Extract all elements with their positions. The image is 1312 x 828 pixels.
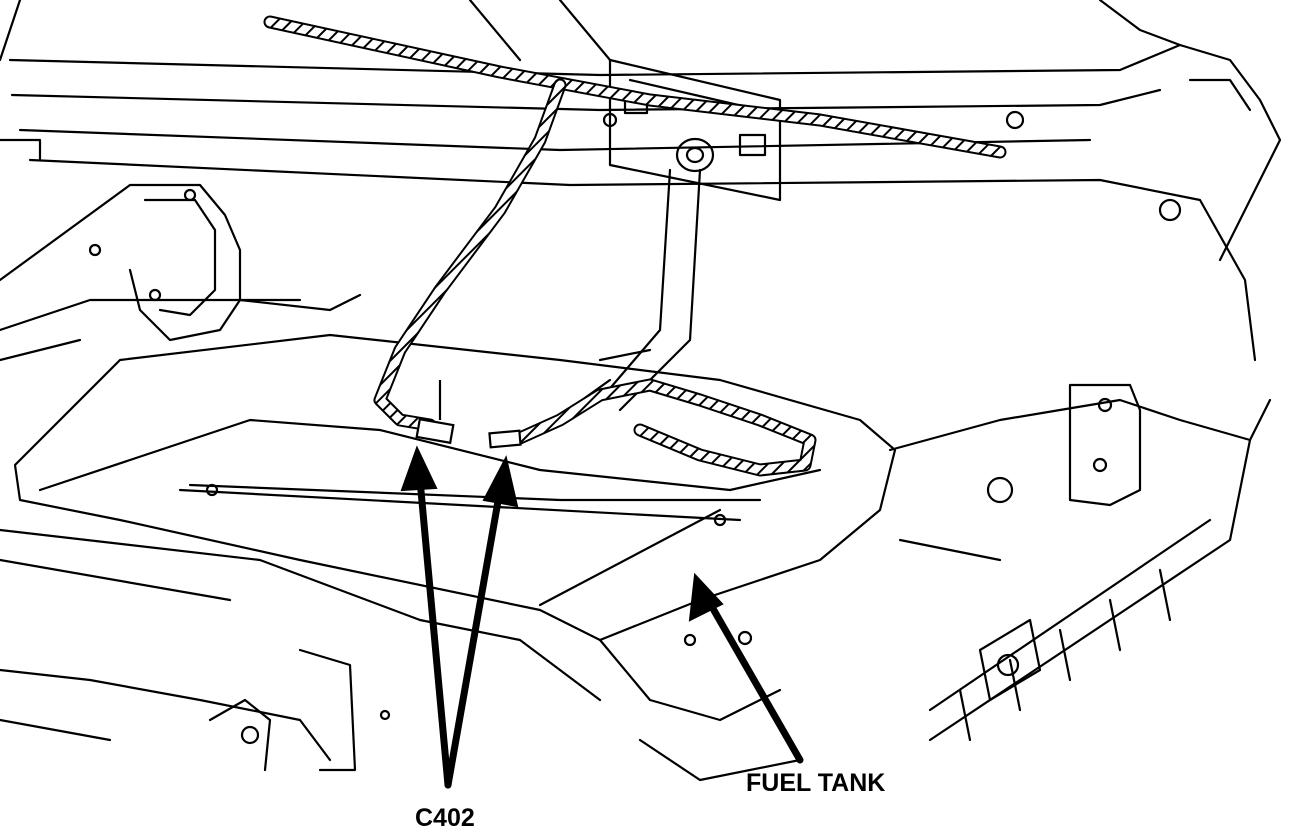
- c402-right-arrow-head: [482, 455, 519, 508]
- fuel-tank: [13, 333, 897, 722]
- c402-left-arrow-head: [400, 445, 438, 492]
- fuel-tank-arrow-head: [688, 572, 724, 622]
- upper-body-panel: [0, 0, 1282, 362]
- filler-bracket: [602, 58, 782, 202]
- left-frame-rail: [0, 183, 362, 362]
- callout-arrows: [400, 445, 804, 789]
- lower-floor-structure: [0, 528, 802, 782]
- c402-right-arrow-shaft: [444, 486, 504, 789]
- right-rear-frame: [888, 383, 1272, 742]
- fuel-tank-label: FUEL TANK: [746, 769, 885, 797]
- c402-label: C402: [415, 804, 475, 828]
- fuel-tank-arrow-shaft: [704, 596, 804, 764]
- c402-connector: [415, 380, 522, 449]
- wiring-harness: [263, 15, 1007, 477]
- filler-neck-tube: [573, 137, 715, 412]
- c402-left-arrow-shaft: [416, 476, 452, 789]
